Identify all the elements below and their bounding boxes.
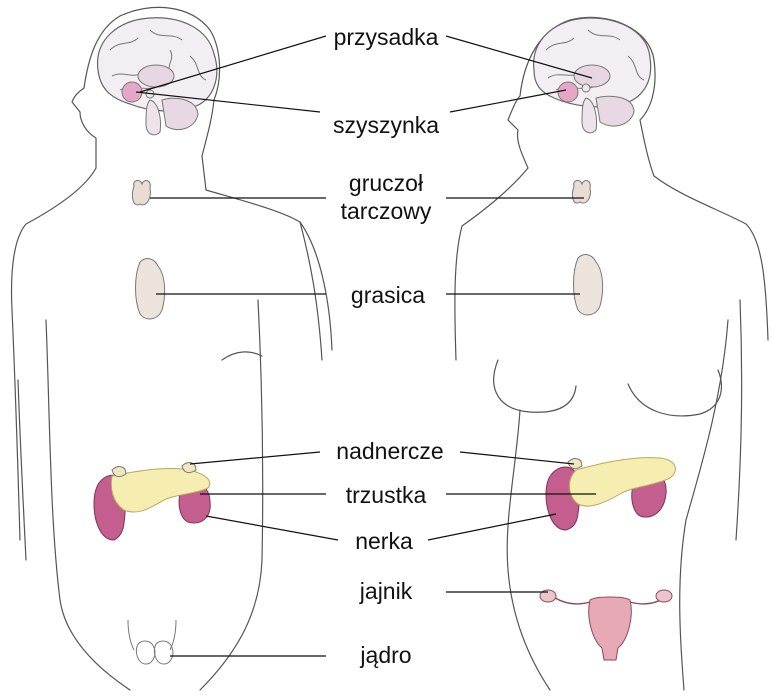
label-pineal: szyszynka — [333, 114, 439, 137]
label-pancreas: trzustka — [346, 484, 427, 507]
leader-kidney-male — [206, 516, 338, 540]
male-thymus — [136, 259, 165, 319]
female-left-side — [507, 410, 550, 690]
label-ovary: jajnik — [360, 580, 412, 603]
female-pituitary — [558, 82, 578, 102]
label-thyroid-line2: tarczowy — [341, 200, 432, 223]
label-adrenal: nadnercze — [336, 440, 443, 463]
female-thymus — [574, 255, 603, 315]
label-pituitary: przysadka — [334, 26, 439, 49]
male-brain — [98, 18, 217, 135]
male-organs — [94, 180, 210, 664]
female-thyroid — [572, 180, 590, 203]
male-brain-cortex — [98, 18, 217, 111]
female-brain — [534, 18, 651, 133]
leader-adrenal-male — [190, 452, 320, 464]
label-thyroid-line1: gruczoł — [349, 172, 423, 195]
male-adrenal-left — [112, 467, 126, 477]
female-uterus — [589, 597, 632, 660]
male-chest-line — [222, 352, 262, 360]
female-ovary-right — [656, 590, 672, 602]
label-testis: jądro — [360, 644, 411, 667]
female-right-side — [680, 300, 742, 690]
female-thalamus — [574, 65, 610, 87]
male-right-arm — [200, 222, 322, 690]
label-kidney: nerka — [355, 530, 413, 553]
leader-pineal-female — [450, 90, 566, 112]
female-pineal — [582, 84, 590, 92]
female-cerebellum — [596, 96, 634, 126]
female-breast — [494, 360, 722, 416]
male-thyroid — [132, 180, 150, 205]
female-organs — [540, 180, 675, 660]
label-thymus: grasica — [351, 284, 425, 307]
leader-adrenal-female — [460, 452, 574, 464]
leader-kidney-female — [428, 514, 556, 540]
male-testes — [128, 620, 176, 664]
